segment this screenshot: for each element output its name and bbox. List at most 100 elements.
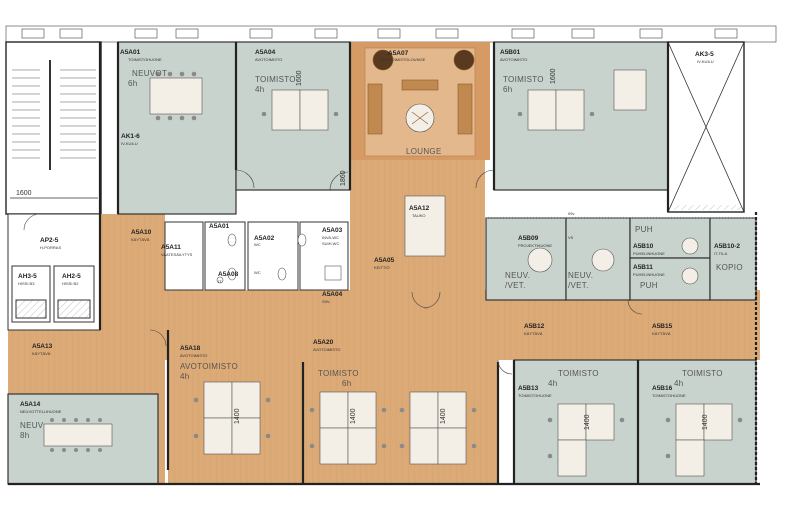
room-type-a5b10: PUHELINHUONE	[633, 251, 665, 256]
dim-a5a04: 1600	[296, 70, 303, 86]
room-type-a5a11: VAATESÄILYTYS	[161, 252, 193, 257]
room-code-a5b12: A5B12	[524, 323, 545, 330]
room-code-a5a03: A5A03	[322, 227, 343, 234]
vs-tag: VS	[568, 235, 574, 240]
room-cap-a5a04: 4h	[255, 85, 265, 94]
room-type-a5a07: AVOTOIMISTOLOUNGE	[381, 57, 426, 62]
room-type-a5b11: PUHELINHUONE	[633, 272, 665, 277]
room-type-a5a04: AVOTOIMISTO	[255, 57, 283, 62]
room-cap-a5a18: 4h	[180, 372, 190, 381]
room-type-a5b15: KÄYTÄVÄ	[652, 331, 671, 336]
chairs	[50, 71, 743, 459]
room-code-a5b13: A5B13	[518, 385, 539, 392]
room-type-ap2-5: H-PORRAS	[40, 245, 62, 250]
room-name-a5b16: TOIMISTO	[682, 369, 723, 378]
room-type-a5a18: AVOTOIMISTO	[180, 353, 208, 358]
room-code-a5a18: A5A18	[180, 345, 201, 352]
room-name2-a5b09: /VET.	[505, 281, 526, 290]
dim-a5b01: 1600	[550, 68, 557, 84]
room-code-a5a08: A5A08	[218, 271, 239, 278]
room-type-a5a08: IT	[218, 279, 222, 284]
room-type-a5a03: INVA-WC	[322, 235, 340, 240]
room-type-a5a20: AVOTOIMISTO	[313, 347, 341, 352]
room-type2-a5a03: SUIH.WC	[322, 241, 340, 246]
room-code-a5a01: A5A01	[120, 49, 141, 56]
room-code-a5b10: A5B10	[633, 243, 654, 250]
dim-small: 1860	[340, 170, 347, 186]
room-type-a5a12: TAUKO	[412, 213, 426, 218]
room-name2-a5b06: /VET.	[568, 281, 589, 290]
room-type-a5b10-2: IT-TILA	[714, 251, 728, 256]
room-type-a5a01-wc: WC	[254, 242, 261, 247]
room-type-a5b09: PROJEKTIHUONE	[518, 243, 553, 248]
room-code-a5b01: A5B01	[500, 49, 521, 56]
room-code-a5a10: A5A10	[131, 229, 152, 236]
room-code-a5b09: A5B09	[518, 235, 539, 242]
desks	[43, 69, 733, 477]
room-code-a5b15: A5B15	[652, 323, 673, 330]
room-code-a5a20: A5A20	[313, 339, 334, 346]
dim-a5a20-2: 1400	[440, 408, 447, 424]
staircase	[5, 41, 102, 215]
room-name-a5a07: LOUNGE	[406, 147, 442, 156]
shaft-ak3-5	[667, 41, 745, 213]
room-code-a5a11: A5A11	[161, 244, 181, 251]
room-code-ak3-5: AK3-5	[695, 51, 714, 58]
room-name-a5a20: TOIMISTO	[318, 369, 359, 378]
room-code-a5b16: A5B16	[652, 385, 673, 392]
dim-a5b16: 1400	[702, 414, 709, 430]
dim-a5a18: 1400	[234, 408, 241, 424]
room-type-a5a05: KEITTIÖ	[374, 265, 390, 270]
room-code-a5a13: A5A13	[32, 343, 53, 350]
room-cap-a5a01: 6h	[128, 79, 138, 88]
room-name-a5a04: TOIMISTO	[255, 75, 296, 84]
room-code-ap2-5: AP2-5	[40, 237, 59, 244]
room-name-a5b10: PUH	[635, 225, 653, 234]
room-name-a5b09: NEUV.	[505, 271, 531, 280]
room-code-a5a04: A5A04	[255, 49, 276, 56]
room-type-ak1-6: IV-KUILU	[121, 141, 138, 146]
room-type-a5b16: TOIMISTOHUONE	[652, 393, 686, 398]
stair-dim: 1600	[16, 190, 32, 197]
room-name-a5b11: PUH	[640, 281, 658, 290]
room-name-a5a18: AVOTOIMISTO	[180, 362, 238, 371]
room-code-a5b11: A5B11	[633, 264, 653, 271]
room-code-a5a14: A5A14	[20, 401, 41, 408]
room-type-a5b13: TOIMISTOHUONE	[518, 393, 552, 398]
room-name-a5b06: NEUV.	[568, 271, 594, 280]
lounge-furniture	[367, 49, 475, 135]
room-cap-a5b13: 4h	[548, 379, 558, 388]
room-type-a5a13: KÄYTÄVÄ	[32, 351, 51, 356]
room-type-ak3-5: IV-KUILU	[697, 59, 714, 64]
room-code-a5b10-2: A5B10-2	[714, 243, 741, 250]
wc-fixtures	[216, 233, 342, 284]
room-type-ah2-5: HISSI B2	[62, 281, 79, 286]
room-code-ah2-5: AH2-5	[62, 273, 81, 280]
door-swings	[23, 169, 643, 375]
room-name-a5b10-2: KOPIO	[716, 263, 743, 272]
room-code-ak1-6: AK1-6	[121, 133, 140, 140]
room-type-a5b01: AVOTOIMISTO	[500, 57, 528, 62]
room-code-a5a07: A5A07	[388, 50, 409, 57]
ot-tag: 09v	[568, 211, 575, 216]
room-code-a5a04-siiv: A5A04	[322, 291, 343, 298]
room-type-a5b12: KÄYTÄVÄ	[524, 331, 543, 336]
room-type-ah3-5: HISSI B3	[18, 281, 35, 286]
room-type-a5a04-siiv: SIIV.	[322, 299, 331, 304]
room-cap-a5a14: 8h	[20, 431, 30, 440]
elevators	[11, 265, 95, 323]
room-code-ah3-5: AH3-5	[18, 273, 37, 280]
room-name-a5b01: TOIMISTO	[503, 75, 544, 84]
room-cap-a5b01: 6h	[503, 85, 513, 94]
room-type-a5a01: TOIMISTOHUONE	[128, 57, 162, 62]
room-code-a5a05: A5A05	[374, 257, 395, 264]
room-name-a5a14: NEUV	[20, 421, 44, 430]
room-code-a5a01-wc: A5A01	[209, 223, 230, 230]
room-cap-a5a20: 6h	[342, 379, 352, 388]
room-name-a5a01: NEUVOT	[132, 69, 168, 78]
dim-a5b13: 1400	[584, 414, 591, 430]
room-name-a5b13: TOIMISTO	[558, 369, 599, 378]
room-code-a5a12: A5A12	[409, 205, 430, 212]
room-type-a5a10: KÄYTÄVÄ	[131, 237, 150, 242]
